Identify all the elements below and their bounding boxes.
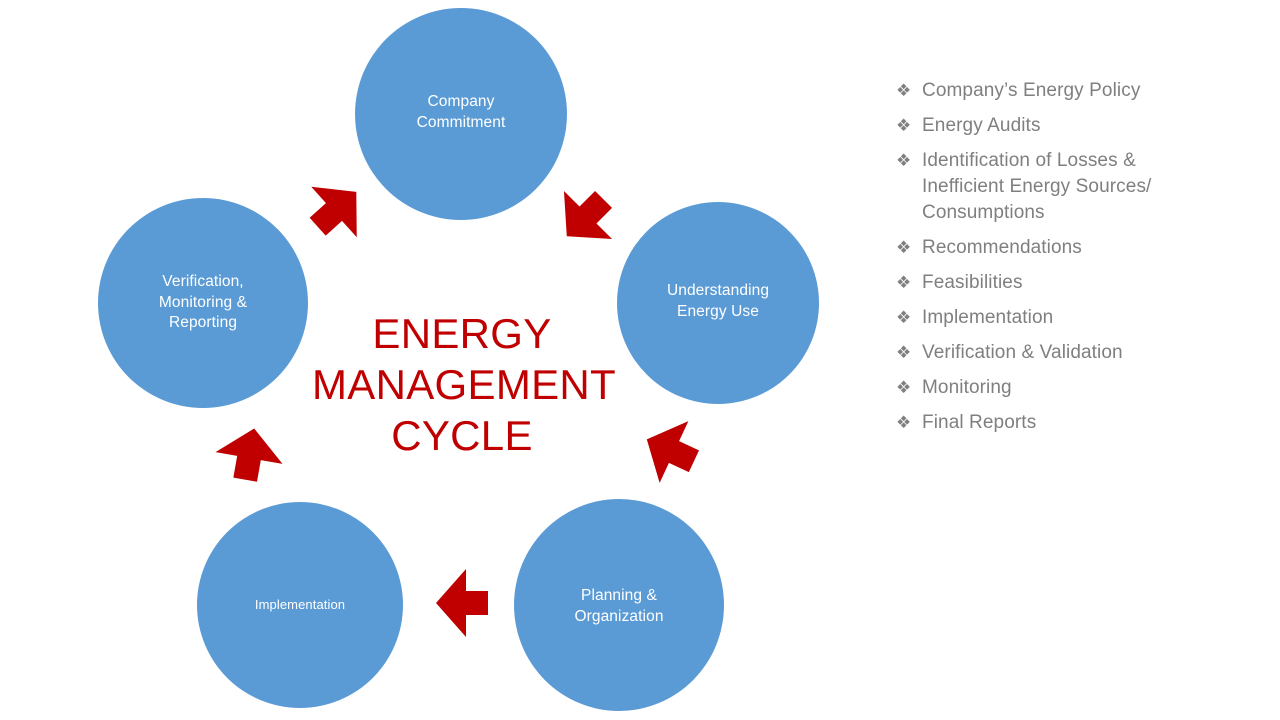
list-item-label: Company’s Energy Policy xyxy=(922,80,1141,101)
cycle-node-planning-organization[interactable]: Planning & Organization xyxy=(514,499,724,711)
list-item-label: Implementation xyxy=(922,307,1054,328)
list-item[interactable]: ❖ Recommendations xyxy=(896,235,1256,261)
arrow-planning-to-implementation-icon xyxy=(436,569,488,637)
cycle-node-label: Understanding Energy Use xyxy=(666,282,770,320)
list-item[interactable]: ❖ Identification of Losses & Inefficient… xyxy=(896,148,1256,226)
cycle-node-understanding-energy-use[interactable]: Understanding Energy Use xyxy=(617,202,819,404)
cycle-node-label: Verification, Monitoring & Reporting xyxy=(158,272,248,332)
list-item[interactable]: ❖ Energy Audits xyxy=(896,113,1256,139)
cycle-node-label: Company Commitment xyxy=(416,93,506,131)
list-item[interactable]: ❖ Final Reports xyxy=(896,410,1256,436)
diamond-bullet-icon: ❖ xyxy=(896,343,912,362)
cycle-node-implementation[interactable]: Implementation xyxy=(197,502,403,708)
list-item[interactable]: ❖ Verification & Validation xyxy=(896,340,1256,366)
arrow-understanding-to-planning-icon xyxy=(646,421,700,483)
list-item-label: Identification of Losses & Inefficient E… xyxy=(922,150,1152,223)
arrow-implementation-to-verification-icon xyxy=(215,428,283,482)
list-item-label: Verification & Validation xyxy=(922,342,1123,363)
arrow-company-to-understanding-icon xyxy=(563,190,613,240)
list-item-label: Monitoring xyxy=(922,377,1012,398)
diamond-bullet-icon: ❖ xyxy=(896,151,912,170)
energy-management-cycle-diagram: Company Commitment Understanding Energy … xyxy=(98,8,819,711)
list-item[interactable]: ❖ Implementation xyxy=(896,305,1256,331)
diamond-bullet-icon: ❖ xyxy=(896,238,912,257)
diamond-bullet-icon: ❖ xyxy=(896,413,912,432)
energy-management-checklist: ❖ Company’s Energy Policy ❖ Energy Audit… xyxy=(896,78,1256,445)
diamond-bullet-icon: ❖ xyxy=(896,378,912,397)
list-item-label: Feasibilities xyxy=(922,272,1023,293)
list-item[interactable]: ❖ Monitoring xyxy=(896,375,1256,401)
diamond-bullet-icon: ❖ xyxy=(896,273,912,292)
list-item-label: Final Reports xyxy=(922,412,1037,433)
list-item-label: Recommendations xyxy=(922,237,1082,258)
cycle-node-label: Implementation xyxy=(254,597,346,613)
list-item-label: Energy Audits xyxy=(922,115,1041,136)
cycle-node-verification-monitoring-reporting[interactable]: Verification, Monitoring & Reporting xyxy=(98,198,308,408)
list-item[interactable]: ❖ Feasibilities xyxy=(896,270,1256,296)
diamond-bullet-icon: ❖ xyxy=(896,81,912,100)
diamond-bullet-icon: ❖ xyxy=(896,116,912,135)
cycle-arrows-layer xyxy=(215,186,700,637)
arrow-verification-to-company-icon xyxy=(309,186,357,238)
cycle-node-label: Planning & Organization xyxy=(574,587,664,625)
list-item[interactable]: ❖ Company’s Energy Policy xyxy=(896,78,1256,104)
diamond-bullet-icon: ❖ xyxy=(896,308,912,327)
cycle-node-company-commitment[interactable]: Company Commitment xyxy=(355,8,567,220)
